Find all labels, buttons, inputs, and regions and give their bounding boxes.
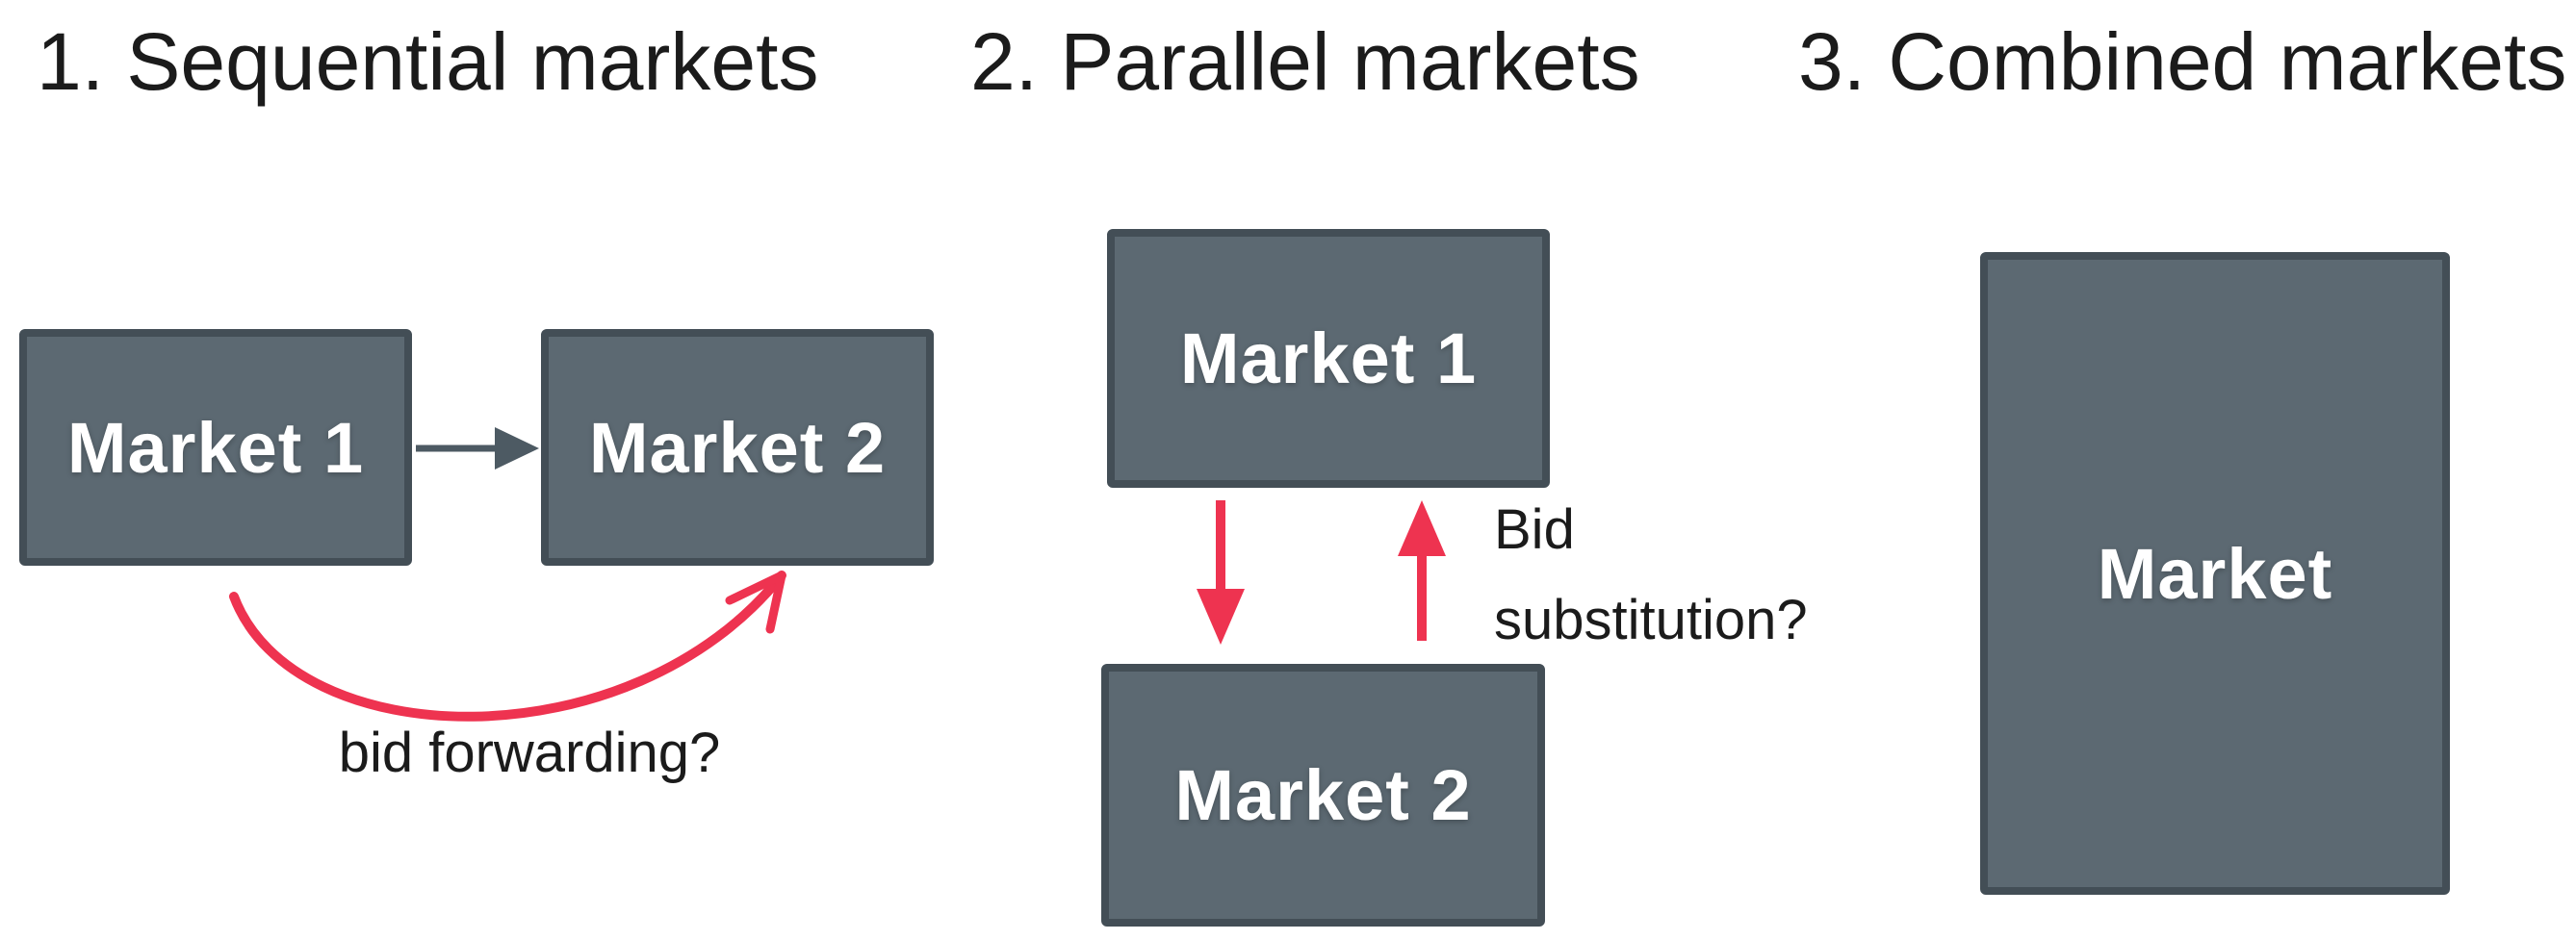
bid-forwarding-label: bid forwarding? xyxy=(338,722,721,784)
substitution-down-arrowhead xyxy=(1197,589,1245,645)
combined-market-label: Market xyxy=(2097,533,2333,614)
market1-to-market2-arrowhead xyxy=(495,427,539,470)
sequential-market1-box: Market 1 xyxy=(19,329,412,566)
parallel-market1-box: Market 1 xyxy=(1107,229,1550,488)
combined-market-box: Market xyxy=(1980,252,2450,895)
bid-forwarding-curve xyxy=(229,571,786,722)
parallel-market2-box: Market 2 xyxy=(1101,664,1545,927)
panel2-title: 2. Parallel markets xyxy=(970,16,1640,107)
panel3-title: 3. Combined markets xyxy=(1798,16,2567,107)
substitution-up-arrowhead xyxy=(1398,500,1446,556)
panel1-title: 1. Sequential markets xyxy=(37,16,819,107)
parallel-market1-label: Market 1 xyxy=(1179,318,1478,398)
bid-substitution-label: Bid substitution? xyxy=(1494,498,1808,651)
bid-forwarding-arrowhead xyxy=(725,571,786,634)
sequential-market2-label: Market 2 xyxy=(588,407,887,488)
sequential-market2-box: Market 2 xyxy=(541,329,934,566)
sequential-market1-label: Market 1 xyxy=(66,407,365,488)
parallel-market2-label: Market 2 xyxy=(1174,755,1472,835)
